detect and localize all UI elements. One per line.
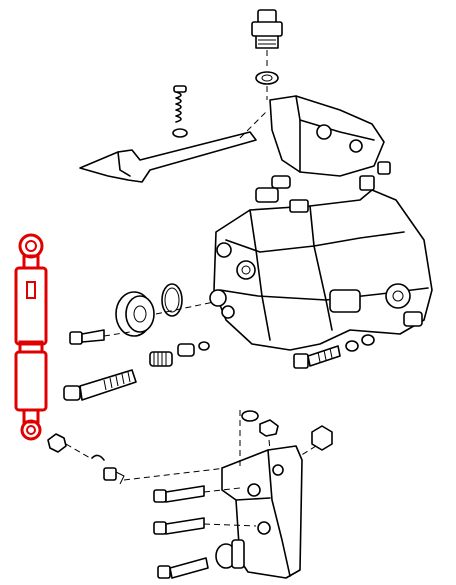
hollow-bolt [47, 433, 227, 485]
sealing-washer [255, 71, 279, 100]
nuts [215, 410, 333, 569]
lower-bolts [153, 485, 257, 579]
damper-shock-absorber [14, 233, 48, 441]
bracket-plate [79, 109, 269, 183]
bolts [63, 329, 375, 401]
spring [172, 85, 188, 138]
injection-pump-body [209, 95, 433, 351]
o-ring [161, 283, 183, 317]
drive-gear-sprocket [115, 291, 215, 337]
injector-nozzle [251, 9, 283, 70]
